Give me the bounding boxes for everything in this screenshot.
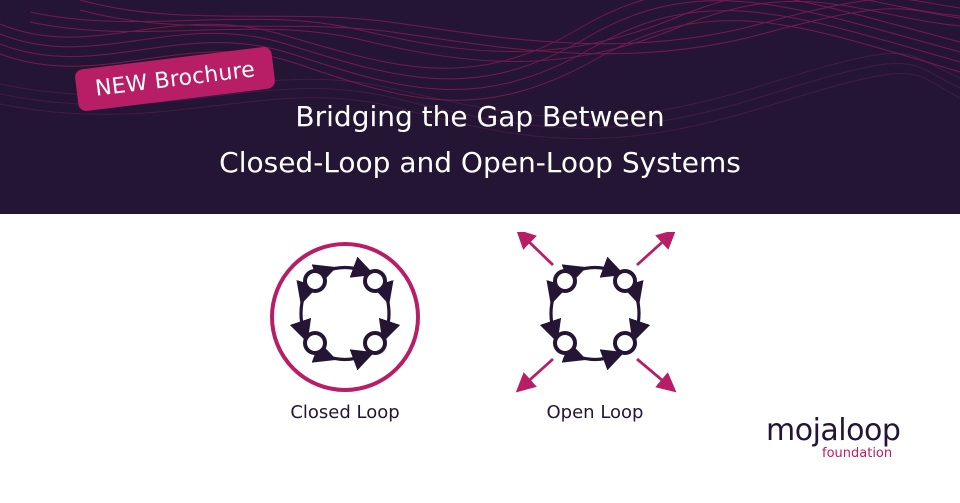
closed-loop-diagram (260, 232, 430, 402)
open-loop-diagram (510, 229, 680, 402)
closed-loop-label: Closed Loop (290, 402, 400, 423)
open-loop-icon (515, 229, 677, 393)
closed-loop-icon (270, 242, 420, 392)
page-title-line-2: Closed-Loop and Open-Loop Systems (219, 146, 741, 179)
page-title-line-1: Bridging the Gap Between (295, 100, 665, 133)
page-title: Bridging the Gap Between Closed-Loop and… (160, 94, 800, 186)
mojaloop-logo: mojaloop foundation (766, 414, 916, 464)
decorative-wave-background (0, 0, 960, 140)
logo-subtitle: foundation (822, 446, 893, 461)
logo-wordmark: mojaloop (766, 413, 901, 448)
hero-banner: NEW Brochure Bridging the Gap Between Cl… (0, 0, 960, 214)
open-loop-label: Open Loop (546, 402, 644, 423)
